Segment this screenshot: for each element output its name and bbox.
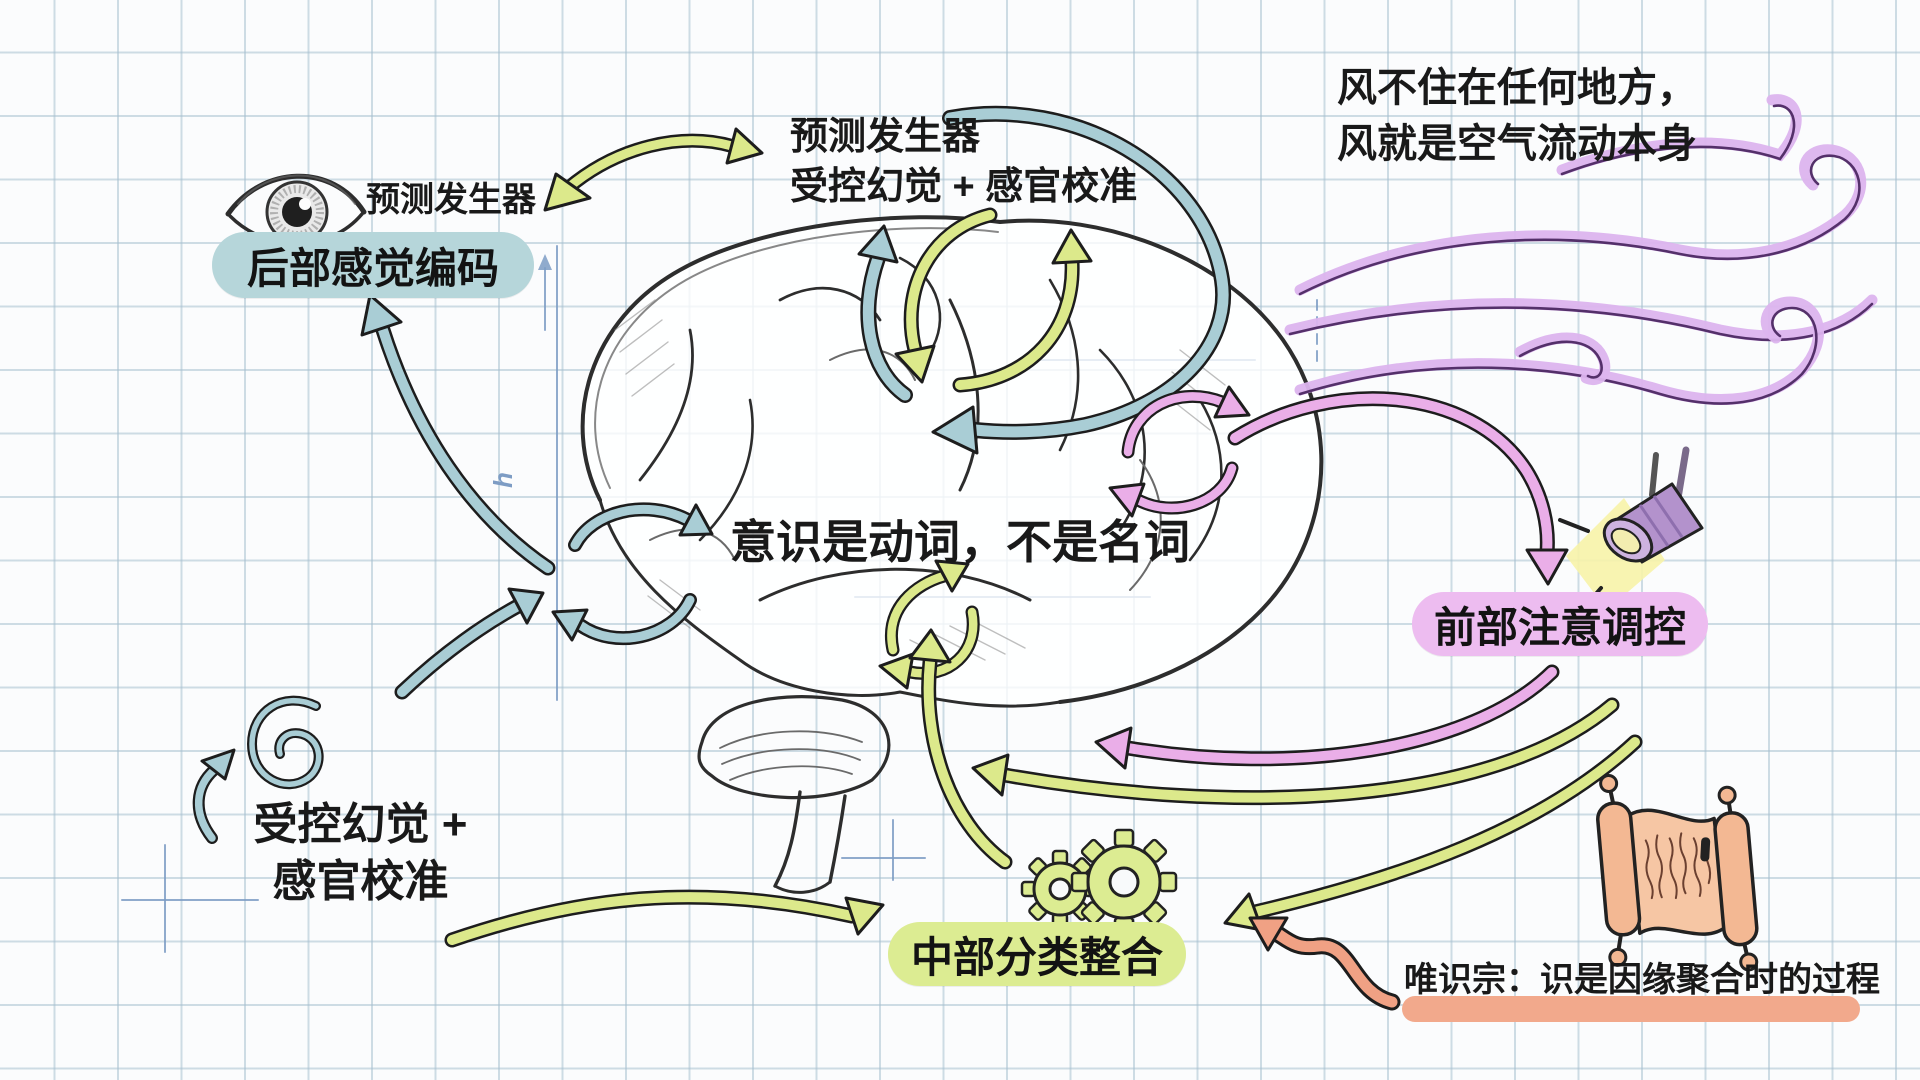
arrow-double-eye-to-topnote — [543, 127, 764, 212]
arrow-gears-to-brain-core — [908, 628, 1013, 870]
bottom-note-highlight — [1402, 996, 1860, 1022]
wind-note: 风不住在任何地方， 风就是空气流动本身 — [1337, 60, 1697, 172]
middle-integration-pill: 中部分类整合 — [888, 922, 1186, 986]
frontal-attention-pill: 前部注意调控 — [1412, 592, 1708, 656]
arrow-lowerleft-to-brain — [394, 587, 545, 700]
top-note-line1: 预测发生器 — [790, 116, 981, 158]
posterior-coding-pill: 后部感觉编码 — [212, 232, 534, 298]
arrow-brain-to-posterior-coding — [360, 293, 556, 576]
arrow-brain-to-frontal-pill — [1227, 391, 1569, 586]
eye-icon — [225, 173, 367, 246]
loop-teal-left — [551, 502, 714, 646]
loop-pink-frontal — [1108, 385, 1251, 518]
arrow-frontal-to-brain-upper — [1094, 664, 1560, 770]
gears-icon — [1020, 828, 1178, 936]
arrow-teal-small-bottomleft — [192, 748, 236, 844]
wind-swirls-icon — [1284, 94, 1878, 405]
eye-caption: 预测发生器 — [366, 181, 536, 219]
hallucination-line1: 受控幻觉 + — [253, 800, 468, 849]
arrow-note-to-middle — [1248, 916, 1401, 1011]
spiral-icon — [246, 695, 324, 790]
hallucination-line2: 感官校准 — [272, 857, 449, 906]
arrow-hallucination-to-middle — [444, 889, 885, 948]
scroll-icon — [1596, 773, 1759, 972]
blueprint-glyph: h — [488, 472, 518, 488]
center-statement: 意识是动词，不是名词 — [730, 516, 1190, 568]
loop-teal-large-top — [857, 105, 1232, 455]
spotlight-icon — [1558, 446, 1704, 624]
wind-note-line1: 风不住在任何地方， — [1337, 66, 1697, 110]
arrow-frontal-to-middle — [1223, 734, 1643, 932]
brain-sketch-icon — [580, 215, 1324, 894]
loop-yellow-top-center — [894, 207, 1093, 393]
wind-note-line2: 风就是空气流动本身 — [1337, 122, 1697, 166]
top-note: 预测发生器受控幻觉 + 感官校准 — [790, 112, 1137, 212]
arrow-frontal-to-brain-lower — [971, 697, 1620, 806]
hallucination-note: 受控幻觉 + 感官校准 — [218, 796, 503, 910]
top-note-line2: 受控幻觉 + 感官校准 — [790, 166, 1138, 208]
bottom-note: 唯识宗：识是因缘聚合时的过程 — [1404, 961, 1880, 999]
